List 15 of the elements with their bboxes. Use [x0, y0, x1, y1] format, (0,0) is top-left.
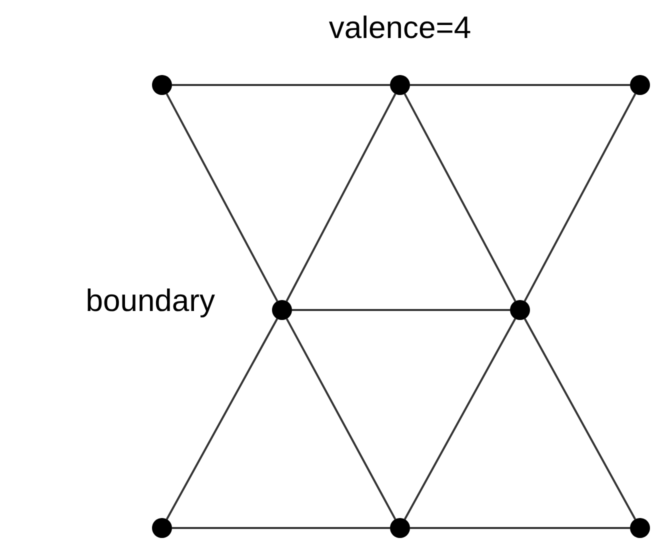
- edge-line: [286, 93, 396, 302]
- edge-line: [166, 318, 278, 520]
- vertex-label: boundary: [86, 285, 215, 316]
- edge-line: [404, 318, 516, 520]
- edge-line: [166, 93, 278, 302]
- edge-line: [172, 527, 390, 529]
- edge-line: [404, 93, 516, 302]
- edge-line: [524, 318, 636, 520]
- edge-line: [410, 84, 630, 86]
- edge-line: [286, 318, 396, 520]
- edge-line: [292, 309, 510, 311]
- vertex-label: valence=4: [328, 12, 472, 43]
- edge-line: [172, 84, 390, 86]
- edge-line: [410, 527, 630, 529]
- edge-line: [524, 93, 636, 302]
